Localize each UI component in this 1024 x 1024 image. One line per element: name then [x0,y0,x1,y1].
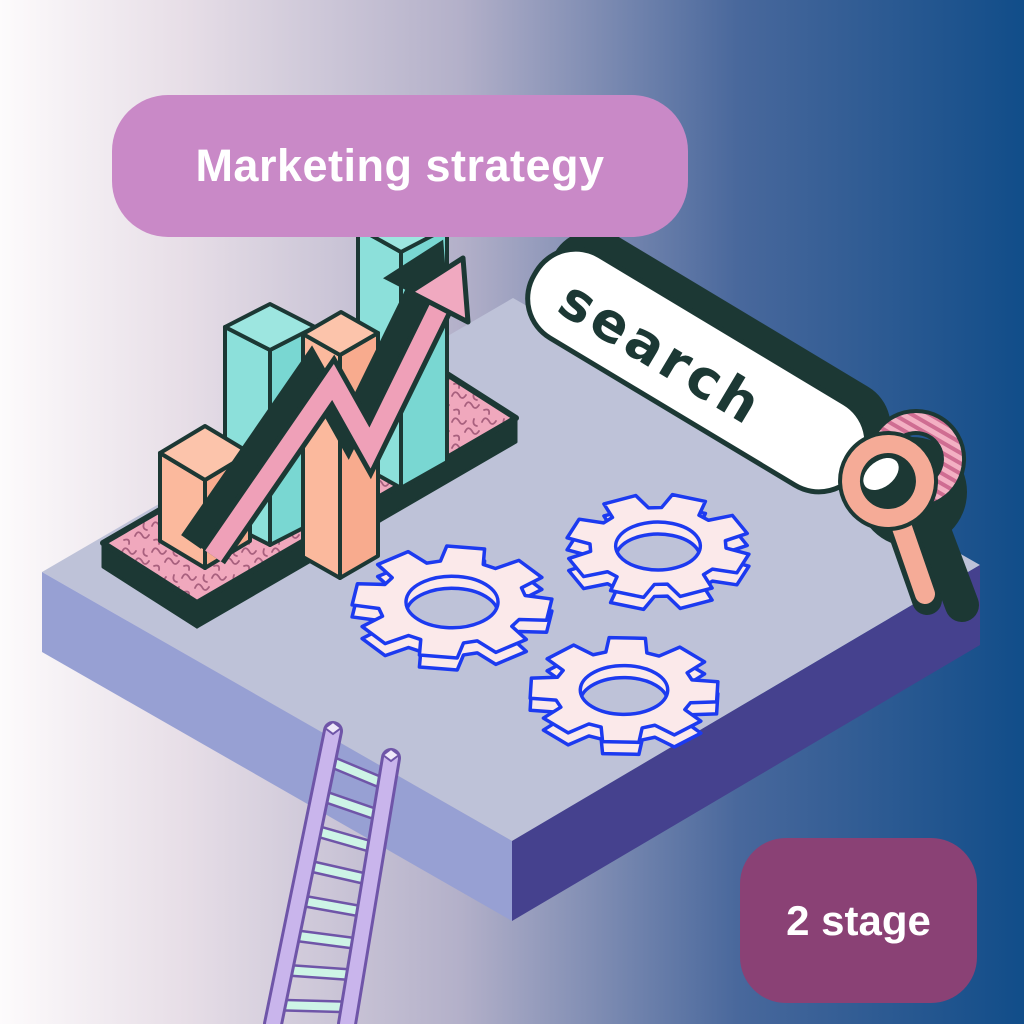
gear-2 [542,481,774,612]
stage-badge-label: 2 stage [786,896,931,944]
stage-badge: 2 stage [740,838,977,1003]
title-banner-label: Marketing strategy [195,140,605,191]
magnifying-glass-icon [838,409,979,622]
ladder-rails [263,720,401,1024]
gear-3 [528,636,721,744]
trend-arrow [181,239,471,565]
ladder [263,720,401,1024]
ladder-rungs [270,753,394,1014]
title-banner: Marketing strategy [112,95,688,237]
gears [341,481,774,756]
gear-1 [341,540,563,664]
